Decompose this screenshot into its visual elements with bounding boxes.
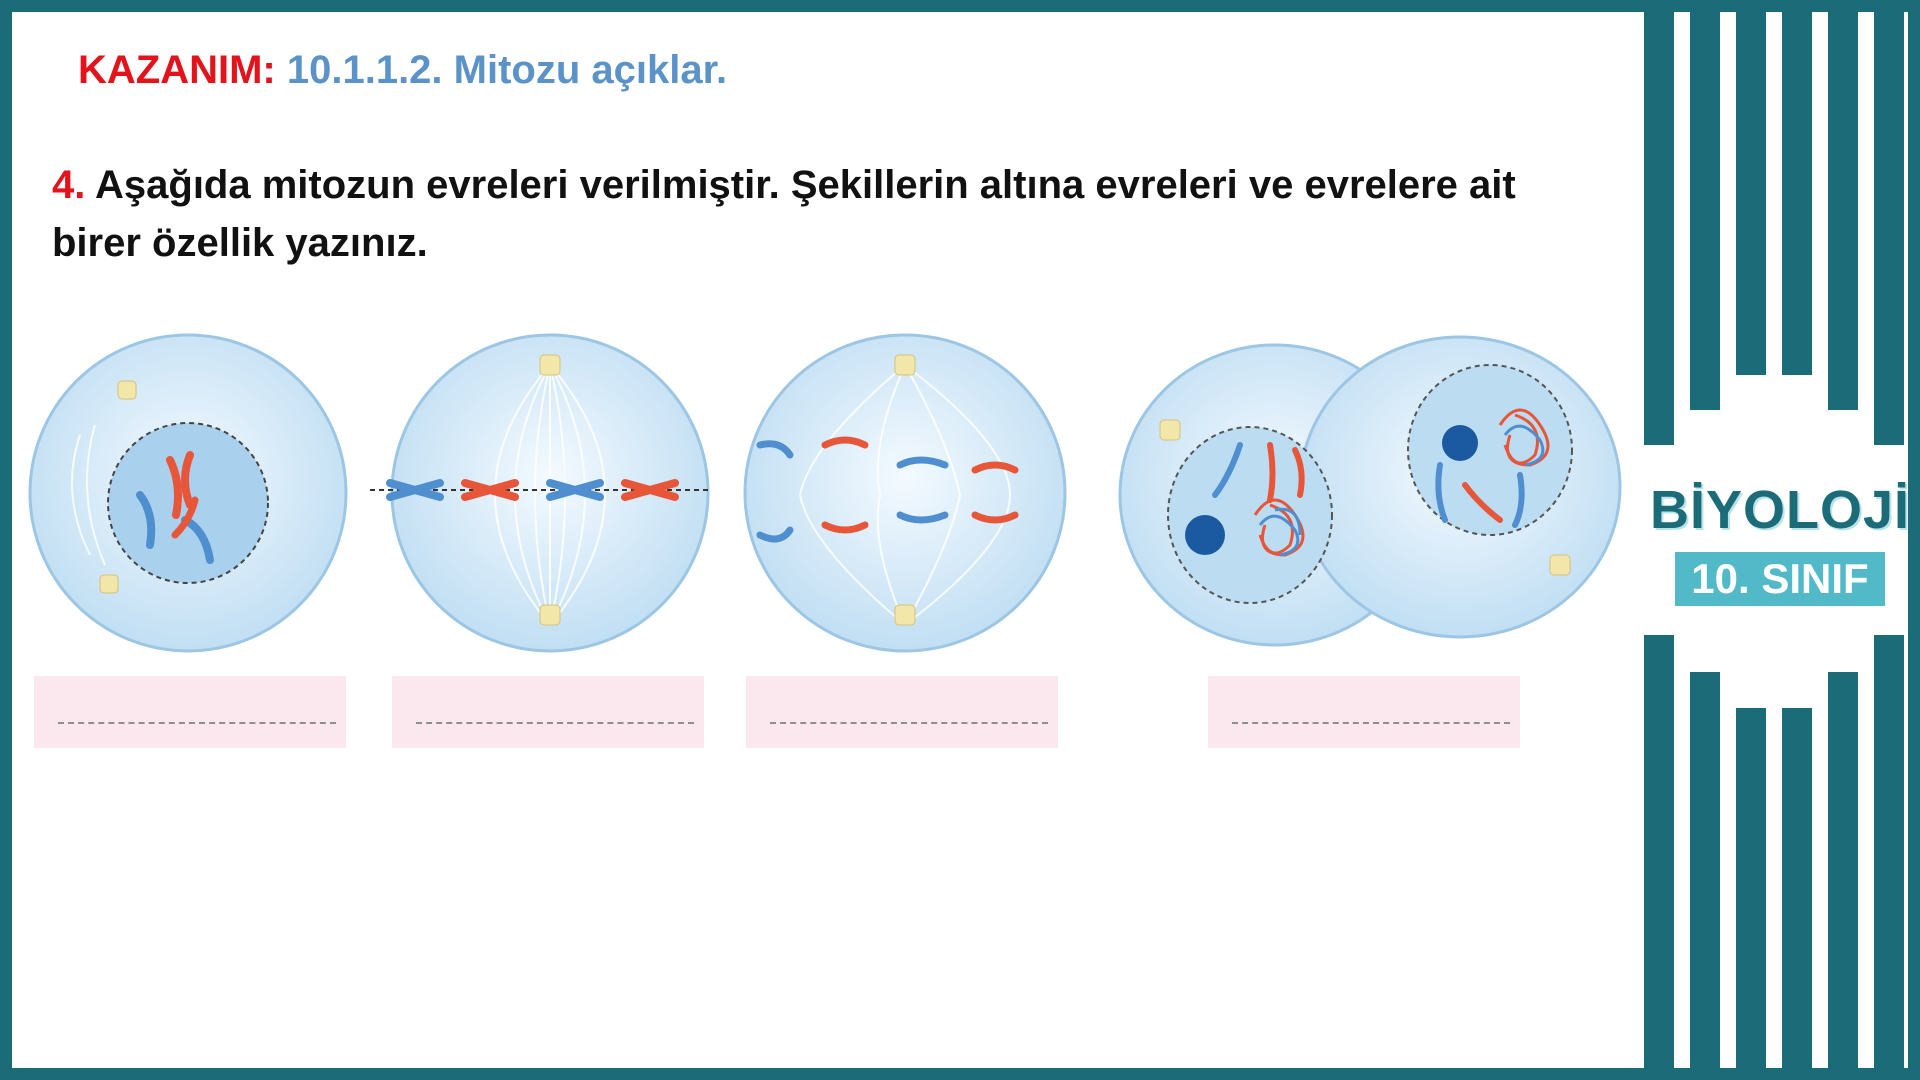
- grade-badge: 10. SINIF: [1675, 552, 1885, 606]
- learning-outcome: KAZANIM: 10.1.1.2. Mitozu açıklar.: [78, 48, 727, 93]
- outcome-text: 10.1.1.2. Mitozu açıklar.: [286, 48, 728, 92]
- answer-box-3[interactable]: [746, 676, 1058, 748]
- side-decoration: [1644, 0, 1920, 1080]
- outcome-label: KAZANIM:: [78, 48, 276, 92]
- answer-line: [416, 722, 694, 724]
- question-number: 4.: [52, 163, 86, 207]
- mitosis-illustration: [28, 333, 1622, 653]
- question: 4. Aşağıda mitozun evreleri verilmiştir.…: [52, 156, 1572, 272]
- answer-line: [1232, 722, 1510, 724]
- answer-box-1[interactable]: [34, 676, 346, 748]
- answer-box-2[interactable]: [392, 676, 704, 748]
- answer-line: [58, 722, 336, 724]
- subject-title: BİYOLOJİ: [1649, 480, 1911, 540]
- cell-telophase: [1118, 335, 1622, 647]
- brand-logo: BİYOLOJİ 10. SINIF: [1640, 480, 1920, 606]
- mitosis-figure: [20, 325, 1640, 655]
- cell-metaphase: [370, 333, 710, 653]
- question-text: Aşağıda mitozun evreleri verilmiştir. Şe…: [52, 163, 1516, 265]
- cell-anaphase: [743, 333, 1067, 653]
- answer-line: [770, 722, 1048, 724]
- stripe-pattern: [1644, 0, 1904, 1080]
- answer-box-4[interactable]: [1208, 676, 1520, 748]
- cell-prophase: [28, 333, 348, 653]
